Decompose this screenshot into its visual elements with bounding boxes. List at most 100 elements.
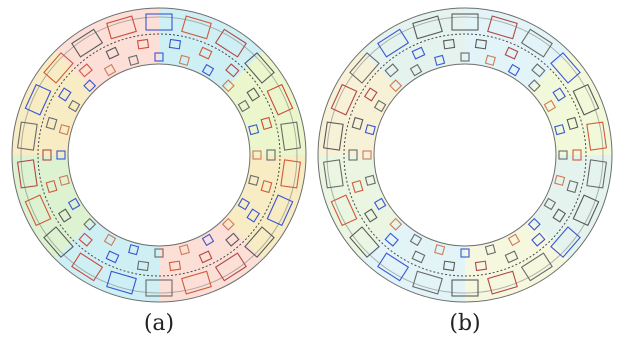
middle-slot <box>531 232 546 247</box>
middle-slot <box>57 87 72 102</box>
inner-slot <box>543 99 557 113</box>
inner-slot <box>56 150 66 160</box>
outer-slot <box>322 121 344 151</box>
middle-slot <box>136 38 150 50</box>
middle-slot <box>45 116 58 131</box>
inner-slot <box>178 244 190 256</box>
middle-slot <box>266 149 276 161</box>
outer-slot <box>377 252 410 282</box>
inner-slot <box>154 248 164 258</box>
inner-slot <box>409 63 423 77</box>
outer-slot <box>349 226 380 258</box>
inner-slot <box>201 233 215 247</box>
inner-slot <box>543 197 557 211</box>
middle-slot <box>348 149 358 161</box>
inner-slot <box>178 54 190 66</box>
inner-slot <box>67 99 81 113</box>
middle-slot <box>78 232 93 247</box>
bore <box>375 65 555 245</box>
middle-slot <box>572 149 582 161</box>
outer-slot <box>145 279 173 297</box>
inner-slot <box>248 124 260 136</box>
middle-slot <box>504 250 519 264</box>
inner-slot <box>434 244 446 256</box>
outer-slot <box>244 226 275 258</box>
outer-slot <box>214 252 247 282</box>
outer-slot <box>322 159 344 189</box>
outer-slot <box>145 13 173 31</box>
outer-slot <box>330 194 358 227</box>
outer-slot <box>266 83 294 116</box>
outer-slot <box>16 121 38 151</box>
panel-a-machine-cross-section <box>11 7 307 303</box>
outer-slot <box>520 28 553 58</box>
inner-slot <box>507 63 521 77</box>
outer-slot <box>412 15 443 40</box>
outer-slot <box>572 194 600 227</box>
middle-slot <box>42 149 52 161</box>
inner-slot <box>237 99 251 113</box>
outer-slot <box>24 83 52 116</box>
inner-slot <box>103 63 117 77</box>
middle-slot <box>566 116 579 131</box>
inner-slot <box>58 124 70 136</box>
inner-slot <box>434 54 446 66</box>
middle-slot <box>78 63 93 78</box>
inner-slot <box>484 244 496 256</box>
inner-bore-edge <box>67 63 251 247</box>
middle-slot <box>411 250 426 264</box>
outer-slot <box>181 270 212 295</box>
middle-slot <box>105 46 120 60</box>
inner-slot <box>527 79 541 93</box>
middle-slot <box>411 46 426 60</box>
middle-slot <box>474 260 488 272</box>
outer-slot <box>280 121 302 151</box>
outer-slot <box>106 15 137 40</box>
middle-slot <box>105 250 120 264</box>
outer-slot <box>487 270 518 295</box>
outer-yoke-edge <box>20 16 298 294</box>
inner-slot <box>237 197 251 211</box>
outer-slot <box>181 15 212 40</box>
bore <box>69 65 249 245</box>
outer-slot <box>16 159 38 189</box>
panel-b-label: (b) <box>449 311 480 336</box>
outer-slot <box>550 52 581 84</box>
outer-slot <box>214 28 247 58</box>
outer-slot <box>43 52 74 84</box>
inner-slot <box>364 174 376 186</box>
inner-slot <box>484 54 496 66</box>
middle-slot <box>168 38 182 50</box>
outer-slot <box>43 226 74 258</box>
inner-slot <box>554 124 566 136</box>
panel-b-machine-cross-section <box>317 7 613 303</box>
middle-slot <box>566 179 579 194</box>
outer-stator-edge <box>317 7 613 303</box>
middle-slot <box>246 87 261 102</box>
middle-slot <box>225 63 240 78</box>
outer-slot <box>280 159 302 189</box>
middle-slot <box>351 179 364 194</box>
inner-slot <box>252 150 262 160</box>
outer-slot <box>520 252 553 282</box>
air-gap-line <box>37 33 281 277</box>
inner-slot <box>409 233 423 247</box>
middle-slot <box>260 116 273 131</box>
inner-slot <box>83 217 97 231</box>
middle-slot <box>384 63 399 78</box>
outer-slot <box>24 194 52 227</box>
outer-slot <box>244 52 275 84</box>
outer-slot <box>572 83 600 116</box>
inner-bore-edge <box>373 63 557 247</box>
middle-slot <box>363 208 378 223</box>
middle-slot <box>474 38 488 50</box>
middle-slot <box>363 87 378 102</box>
inner-slot <box>554 174 566 186</box>
inner-slot <box>389 79 403 93</box>
inner-slot <box>103 233 117 247</box>
middle-slot <box>260 179 273 194</box>
middle-slot <box>504 46 519 60</box>
middle-slot <box>198 250 213 264</box>
inner-slot <box>373 99 387 113</box>
